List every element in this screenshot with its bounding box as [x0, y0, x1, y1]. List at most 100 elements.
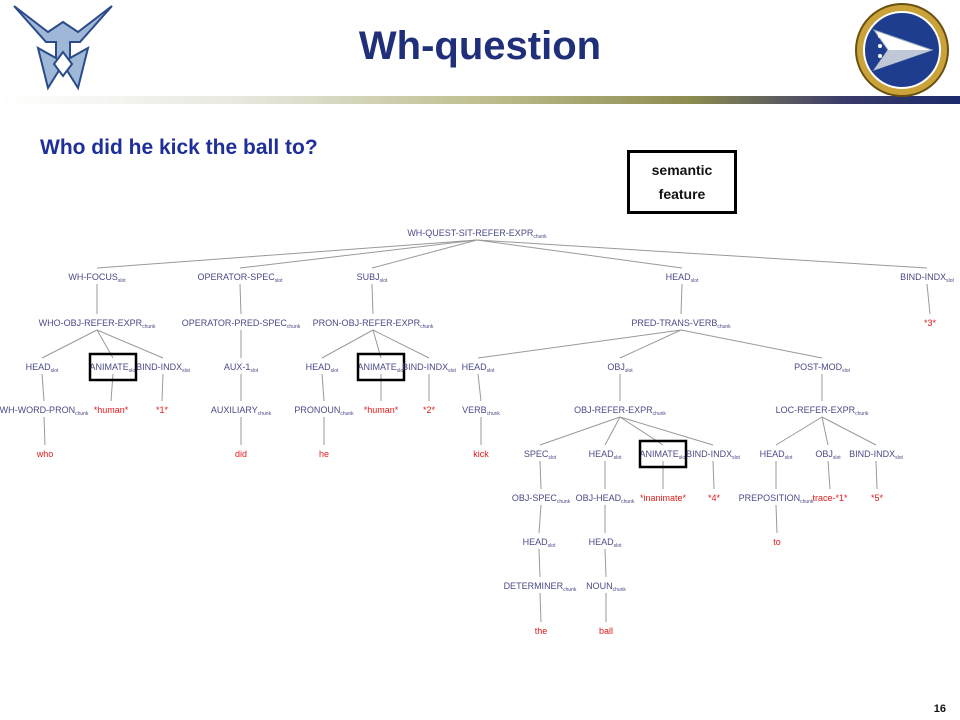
node-label-main: HEAD: [589, 449, 615, 459]
edge-sp_head-determiner: [538, 548, 541, 578]
node-label-subscript: slot: [397, 368, 405, 374]
edge-pronobj-sb_head: [321, 329, 374, 359]
edge-objrefer-ob_bind: [619, 416, 714, 446]
node-label-subscript: slot: [380, 278, 388, 284]
tree-node-obj: OBJslot: [607, 362, 633, 374]
node-label: HEADslot: [666, 272, 699, 284]
node-label: HEADslot: [589, 537, 622, 549]
node-label-main: HEAD: [523, 537, 549, 547]
node-label-main: to: [773, 537, 781, 547]
node-label-subscript: chunk: [557, 499, 571, 505]
node-label-subscript: slot: [946, 278, 954, 284]
edge-opspec-oppred: [239, 283, 242, 315]
node-label-main: WH-WORD-PRON: [0, 405, 75, 415]
tree-node-pronobj: PRON-OBJ-REFER-EXPRchunk: [313, 318, 434, 330]
node-label-subscript: chunk: [717, 324, 731, 330]
question-text: Who did he kick the ball to?: [40, 136, 318, 159]
tree-node-sb_2: *2*: [423, 405, 436, 415]
node-label-subscript: slot: [118, 278, 126, 284]
edge-wf_head-whword: [41, 373, 45, 402]
tree-node-to: to: [773, 537, 781, 547]
node-label-main: ANIMATE: [639, 449, 678, 459]
node-label-main: NOUN: [586, 581, 613, 591]
tree-node-bind1v: *3*: [924, 318, 937, 328]
edge-objspec-sp_head: [538, 504, 542, 534]
edge-root-head1: [476, 239, 683, 269]
edge-lc_obj-trace: [827, 460, 831, 490]
node-label: OBJslot: [815, 449, 841, 461]
tree-node-did: did: [235, 449, 247, 459]
tree-node-kick: kick: [473, 449, 489, 459]
node-label: HEADslot: [589, 449, 622, 461]
node-label-main: *5*: [871, 493, 884, 503]
tree-node-ob_head: HEADslot: [589, 449, 622, 461]
node-label: BIND-INDXslot: [402, 362, 456, 374]
tree-node-lc_5: *5*: [871, 493, 884, 503]
node-label-main: OBJ-SPEC: [512, 493, 558, 503]
tree-node-lc_head: HEADslot: [760, 449, 793, 461]
edge-whword-who: [43, 416, 46, 446]
node-label-subscript: slot: [129, 368, 137, 374]
node-label-main: BIND-INDX: [900, 272, 946, 282]
node-label-main: PREPOSITION: [739, 493, 801, 503]
node-label-subscript: slot: [448, 368, 456, 374]
node-label: OBJ-SPECchunk: [512, 493, 571, 505]
tree-node-trace: trace-*1*: [812, 493, 848, 503]
node-label-subscript: slot: [548, 543, 556, 549]
tree-node-ob_anim: ANIMATEslot: [638, 439, 688, 469]
node-label: HEADslot: [462, 362, 495, 374]
node-label-subscript: chunk: [142, 324, 156, 330]
terminal-value: *1*: [156, 405, 169, 415]
node-label-main: BIND-INDX: [402, 362, 448, 372]
node-label-subscript: chunk: [258, 411, 272, 417]
tree-node-verb: VERBchunk: [462, 405, 500, 417]
node-label-subscript: chunk: [800, 499, 814, 505]
edge-locrefer-lc_head: [775, 416, 823, 446]
node-label-main: *4*: [708, 493, 721, 503]
node-label-main: OPERATOR-SPEC: [198, 272, 276, 282]
node-label-subscript: slot: [250, 368, 258, 374]
terminal-value: ball: [599, 626, 613, 636]
tree-node-lc_obj: OBJslot: [815, 449, 841, 461]
node-label: WHO-OBJ-REFER-EXPRchunk: [39, 318, 156, 330]
node-label-main: OPERATOR-PRED-SPEC: [182, 318, 288, 328]
page-number: 16: [933, 703, 946, 715]
node-label-main: *inanimate*: [640, 493, 687, 503]
node-label: NOUNchunk: [586, 581, 626, 593]
edge-locrefer-lc_obj: [821, 416, 829, 446]
node-label-subscript: chunk: [855, 411, 869, 417]
tree-node-ob_bind: BIND-INDXslot: [686, 449, 740, 461]
node-label-main: he: [319, 449, 329, 459]
tree-node-sb_anim: ANIMATEslot: [356, 352, 406, 382]
edge-bind1-bind1v: [926, 283, 931, 315]
node-label: WH-WORD-PRONchunk: [0, 405, 89, 417]
node-label-main: HEAD: [462, 362, 488, 372]
terminal-value: who: [36, 449, 54, 459]
edge-subj-pronobj: [371, 283, 374, 315]
node-label-subscript: slot: [785, 455, 793, 461]
node-label: ANIMATEslot: [89, 362, 137, 374]
node-label: BIND-INDXslot: [900, 272, 954, 284]
node-label-main: trace-*1*: [812, 493, 848, 503]
tree-node-auxiliary: AUXILIARYchunk: [211, 405, 272, 417]
tree-node-whoobj: WHO-OBJ-REFER-EXPRchunk: [39, 318, 156, 330]
node-label-main: PRON-OBJ-REFER-EXPR: [313, 318, 421, 328]
node-label-subscript: slot: [732, 455, 740, 461]
node-label-main: WH-QUEST-SIT-REFER-EXPR: [407, 228, 534, 238]
node-label-main: AUX-1: [224, 362, 251, 372]
terminal-value: *3*: [924, 318, 937, 328]
node-label-main: AUXILIARY: [211, 405, 258, 415]
air-force-research-laboratory-seal-icon: [855, 3, 949, 97]
node-label-subscript: slot: [895, 455, 903, 461]
edge-preposition-to: [775, 504, 778, 534]
tree-node-sb_human: *human*: [364, 405, 399, 415]
tree-node-inanimate: *inanimate*: [640, 493, 687, 503]
node-label-subscript: slot: [625, 368, 633, 374]
node-label-subscript: slot: [182, 368, 190, 374]
edge-root-bind1: [476, 239, 928, 269]
terminal-value: *4*: [708, 493, 721, 503]
terminal-value: *2*: [423, 405, 436, 415]
node-label-main: kick: [473, 449, 489, 459]
edge-objrefer-spec: [539, 416, 621, 446]
